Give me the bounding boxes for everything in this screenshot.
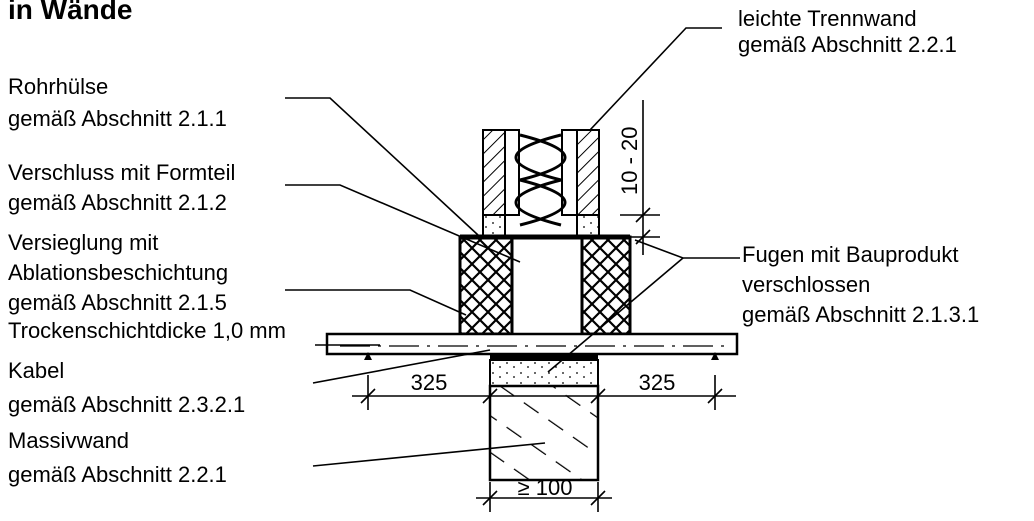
right-overhang-dimension: 325 xyxy=(639,370,676,395)
gap-dimension: 10 - 20 xyxy=(617,127,642,196)
closure-blocks xyxy=(458,234,632,336)
left-overhang-dimension: 325 xyxy=(411,370,448,395)
label-joints: Fugen mit Bauprodukt verschlossen gemäß … xyxy=(742,242,980,327)
label-pipe-sleeve: Rohrhülse gemäß Abschnitt 2.1.1 xyxy=(8,74,227,131)
insulation xyxy=(514,133,567,227)
solid-wall xyxy=(488,359,600,482)
pipe-sleeve-plate xyxy=(325,332,739,360)
leader-lines xyxy=(285,27,740,467)
label-closure: Verschluss mit Formteil gemäß Abschnitt … xyxy=(8,160,236,215)
label-sealing: Versieglung mit Ablationsbeschichtung ge… xyxy=(8,230,286,343)
label-cable: Kabel gemäß Abschnitt 2.3.2.1 xyxy=(8,358,246,417)
label-solid-wall: Massivwand gemäß Abschnitt 2.2.1 xyxy=(8,428,227,487)
light-partition-wall xyxy=(482,129,600,238)
label-light-partition: leichte Trennwand gemäß Abschnitt 2.2.1 xyxy=(738,6,957,57)
dimension-lines xyxy=(352,100,736,512)
section-heading: in Wände xyxy=(8,0,133,25)
wall-thickness-dimension: ≥ 100 xyxy=(518,475,573,500)
